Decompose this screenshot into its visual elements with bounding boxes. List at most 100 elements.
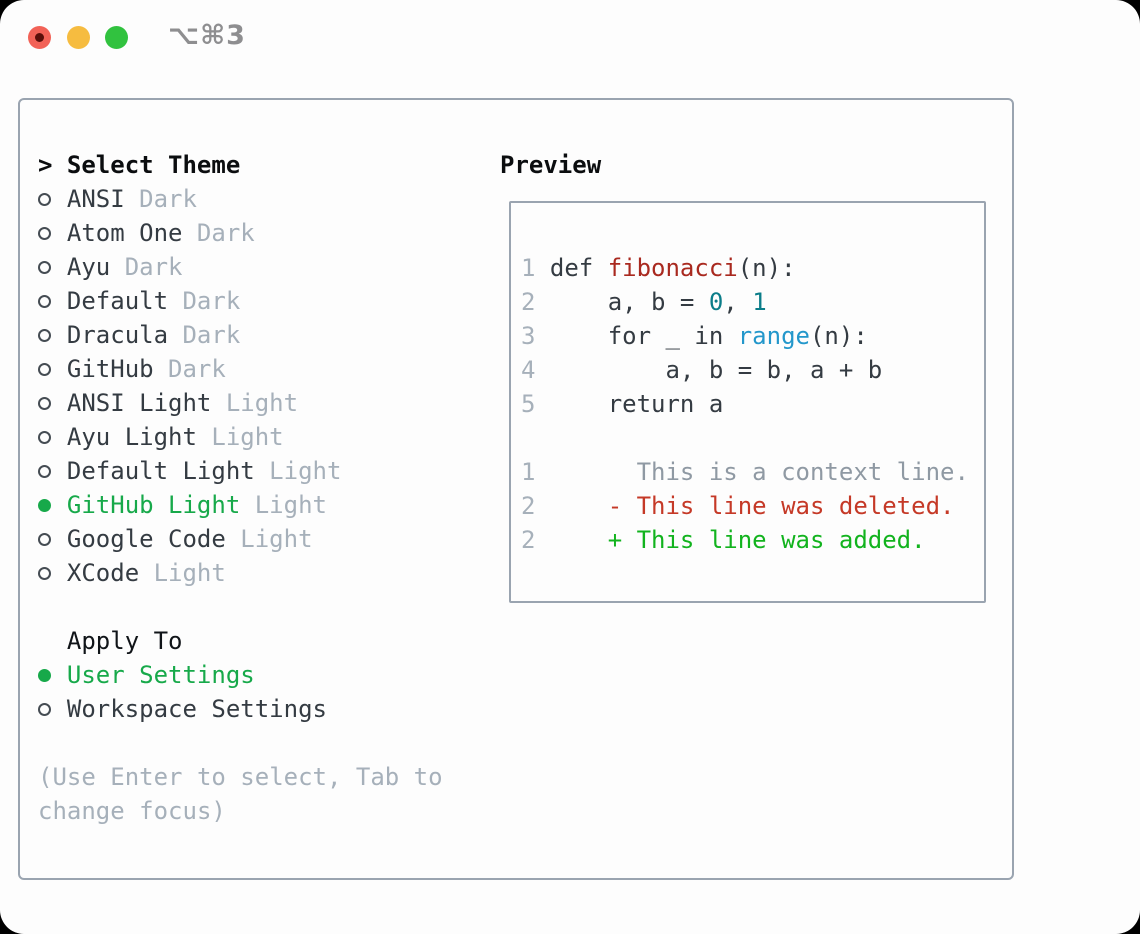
zoom-button[interactable] xyxy=(105,26,128,49)
theme-option-ayu[interactable]: Ayu Dark xyxy=(38,250,443,284)
code-token-added: + This line was added. xyxy=(607,526,926,554)
preview-line: 5 return a xyxy=(521,387,984,421)
apply-to-header: Apply To xyxy=(38,624,443,658)
code-token-number: 1 xyxy=(752,288,767,316)
theme-name: Default Light xyxy=(66,457,255,485)
close-button[interactable] xyxy=(28,26,51,49)
theme-variant-label: Dark xyxy=(139,185,197,213)
radio-icon xyxy=(38,192,51,206)
code-token-plain: a, b = xyxy=(549,288,709,316)
radio-slot xyxy=(38,226,67,240)
code-token-builtin: range xyxy=(737,322,810,350)
theme-variant-label: Dark xyxy=(182,287,241,315)
theme-variant-label: Light xyxy=(240,525,313,553)
theme-variant-label: Dark xyxy=(124,253,183,281)
preview-line: 2 a, b = 0, 1 xyxy=(521,285,984,319)
line-number: 2 xyxy=(521,492,536,520)
theme-name: Dracula xyxy=(66,321,169,349)
apply-option-name: Workspace Settings xyxy=(66,695,327,723)
code-token-plain: for _ in xyxy=(549,322,738,350)
radio-slot xyxy=(38,294,67,308)
theme-variant-label: Light xyxy=(269,457,342,485)
radio-icon xyxy=(38,532,51,546)
code-token-number: 0 xyxy=(708,288,724,316)
radio-selected-icon xyxy=(38,498,51,512)
theme-name: Ayu xyxy=(66,253,111,281)
radio-slot xyxy=(38,702,67,716)
radio-slot xyxy=(38,668,67,682)
apply-option-workspace-settings[interactable]: Workspace Settings xyxy=(38,692,443,726)
theme-option-atom-one[interactable]: Atom One Dark xyxy=(38,216,443,250)
hint-line-1: (Use Enter to select, Tab to xyxy=(38,763,443,791)
line-number: 2 xyxy=(521,288,536,316)
apply-to-title: Apply To xyxy=(66,627,183,655)
theme-option-google-code[interactable]: Google Code Light xyxy=(38,522,443,556)
code-token-plain: , xyxy=(723,288,753,316)
theme-option-ayu-light[interactable]: Ayu Light Light xyxy=(38,420,443,454)
line-number: 2 xyxy=(521,526,536,554)
theme-name: Google Code xyxy=(66,525,226,553)
code-token-deleted: - This line was deleted. xyxy=(607,492,955,520)
radio-slot xyxy=(38,328,67,342)
hint-line-2: change focus) xyxy=(38,797,226,825)
theme-name: XCode xyxy=(66,559,140,587)
theme-name: ANSI Light xyxy=(66,389,212,417)
code-token-function: fibonacci xyxy=(607,254,738,282)
code-token-plain: a, b = b, a + b xyxy=(549,356,883,384)
theme-variant-label: Dark xyxy=(196,219,255,247)
code-token-context: This is a context line. xyxy=(549,458,969,486)
radio-slot xyxy=(38,362,67,376)
theme-option-dracula[interactable]: Dracula Dark xyxy=(38,318,443,352)
spacer xyxy=(38,726,443,760)
code-token-plain xyxy=(550,523,608,557)
close-button-dot-icon xyxy=(35,33,44,42)
preview-line: 1 This is a context line. xyxy=(521,455,984,489)
apply-option-name: User Settings xyxy=(66,661,255,689)
theme-variant-label: Dark xyxy=(182,321,241,349)
theme-list-header: > Select Theme xyxy=(38,148,443,182)
minimize-button[interactable] xyxy=(67,26,90,49)
radio-slot xyxy=(38,464,67,478)
preview-line: 2 - This line was deleted. xyxy=(521,489,984,523)
radio-icon xyxy=(38,294,51,308)
theme-variant-label: Light xyxy=(211,423,284,451)
line-number: 5 xyxy=(521,390,536,418)
code-token-plain: def xyxy=(549,254,608,282)
preview-line: 3 for _ in range(n): xyxy=(521,319,984,353)
theme-variant-label: Light xyxy=(254,491,327,519)
theme-variant-label: Light xyxy=(153,559,226,587)
preview-line: 4 a, b = b, a + b xyxy=(521,353,984,387)
prompt-caret-icon: > xyxy=(38,151,53,179)
code-token-plain: (n): xyxy=(809,322,868,350)
line-number: 1 xyxy=(521,458,536,486)
radio-icon xyxy=(38,328,51,342)
radio-icon xyxy=(38,260,51,274)
apply-option-user-settings[interactable]: User Settings xyxy=(38,658,443,692)
radio-icon xyxy=(38,396,51,410)
radio-icon xyxy=(38,226,51,240)
theme-option-default-light[interactable]: Default Light Light xyxy=(38,454,443,488)
radio-icon xyxy=(38,702,51,716)
radio-slot xyxy=(38,430,67,444)
radio-slot xyxy=(38,532,67,546)
theme-list-title: Select Theme xyxy=(66,151,241,179)
theme-name: Ayu Light xyxy=(66,423,197,451)
line-number: 4 xyxy=(521,356,536,384)
spacer xyxy=(38,590,443,624)
preview-line: 2 + This line was added. xyxy=(521,523,984,557)
theme-name: Atom One xyxy=(66,219,183,247)
theme-option-xcode[interactable]: XCode Light xyxy=(38,556,443,590)
radio-icon xyxy=(38,430,51,444)
